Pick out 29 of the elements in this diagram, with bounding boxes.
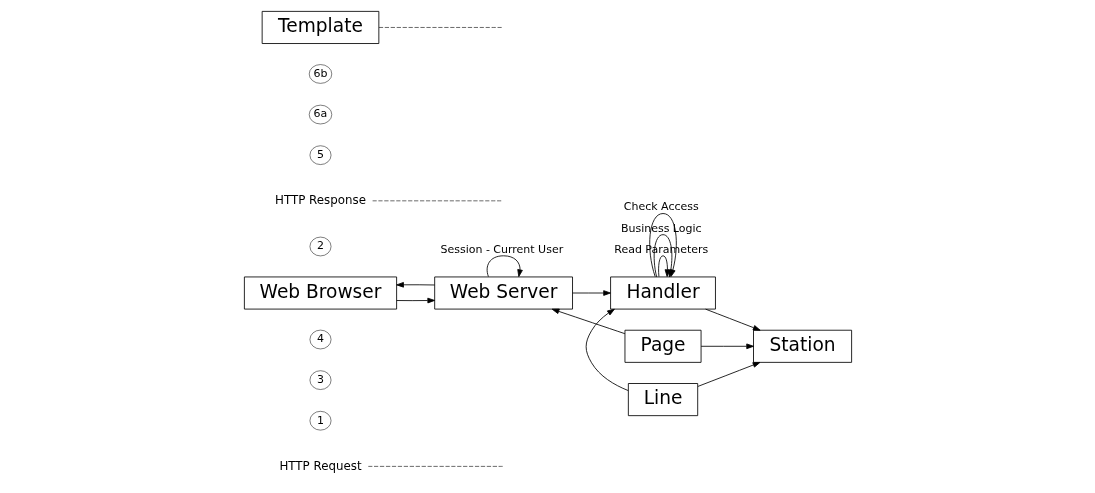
node-text: HTTP Request xyxy=(278,458,362,473)
connector xyxy=(378,27,503,28)
arrow xyxy=(551,308,625,335)
node-box: Template xyxy=(261,10,379,44)
node-ellipse: 3 xyxy=(309,370,331,390)
arrow xyxy=(486,255,523,277)
node-text: HTTP Response xyxy=(274,192,366,207)
edge-label: Session - Current User xyxy=(440,242,563,256)
node-ellipse: 1 xyxy=(309,411,331,431)
arrow xyxy=(395,297,435,304)
node-ellipse: 6b xyxy=(308,64,332,84)
edge-label: Check Access xyxy=(623,200,699,214)
edge-label: Business Logic xyxy=(620,221,702,235)
node-box: Web Server xyxy=(433,276,573,310)
arrow xyxy=(571,290,611,296)
node-box: Station xyxy=(752,329,852,363)
arrow xyxy=(700,343,754,350)
node-box: Web Browser xyxy=(243,276,397,310)
arrow xyxy=(395,282,435,288)
node-ellipse: 5 xyxy=(309,145,331,165)
node-box: Handler xyxy=(609,276,716,310)
arrow xyxy=(697,362,760,387)
node-box: Page xyxy=(624,329,701,363)
node-ellipse: 2 xyxy=(309,236,331,257)
arrow xyxy=(704,308,761,331)
arrow xyxy=(585,308,629,391)
node-ellipse: 6a xyxy=(308,104,332,125)
node-ellipse: 4 xyxy=(309,329,331,350)
node-box: Line xyxy=(627,383,698,417)
